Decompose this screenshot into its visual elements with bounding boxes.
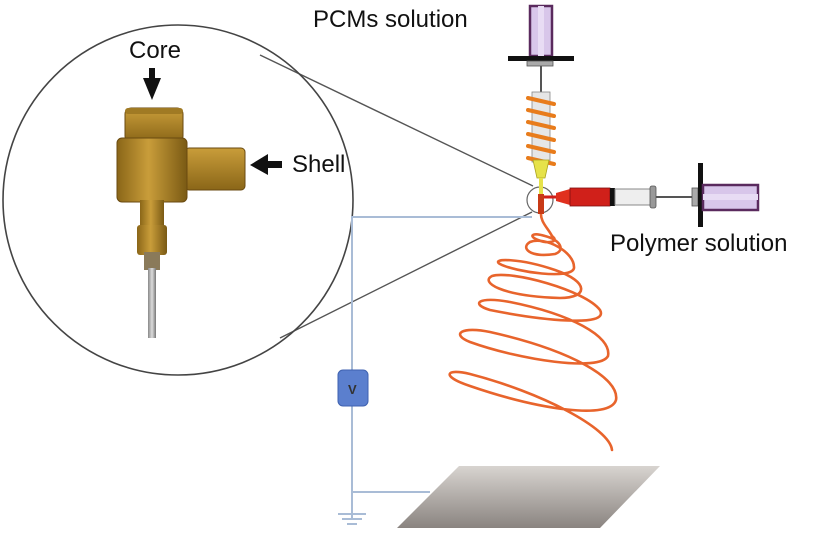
pcm-syringe [508,4,574,194]
circuit-wires [351,216,532,518]
pcm-solution-label: PCMs solution [313,6,468,33]
core-label: Core [129,37,181,64]
coaxial-nozzle [116,107,246,338]
fiber-jet-spiral [448,210,618,452]
collector-plate [397,466,660,528]
core-arrow-icon [143,68,161,100]
polymer-solution-label: Polymer solution [610,230,787,257]
voltage-source: V [337,369,369,407]
voltage-label: V [348,382,357,397]
polymer-syringe [538,163,760,227]
magnification-lines [259,54,534,339]
shell-label: Shell [292,151,345,178]
shell-arrow-icon [250,154,282,175]
magnified-view-circle [2,24,354,376]
ground-icon [338,513,366,525]
